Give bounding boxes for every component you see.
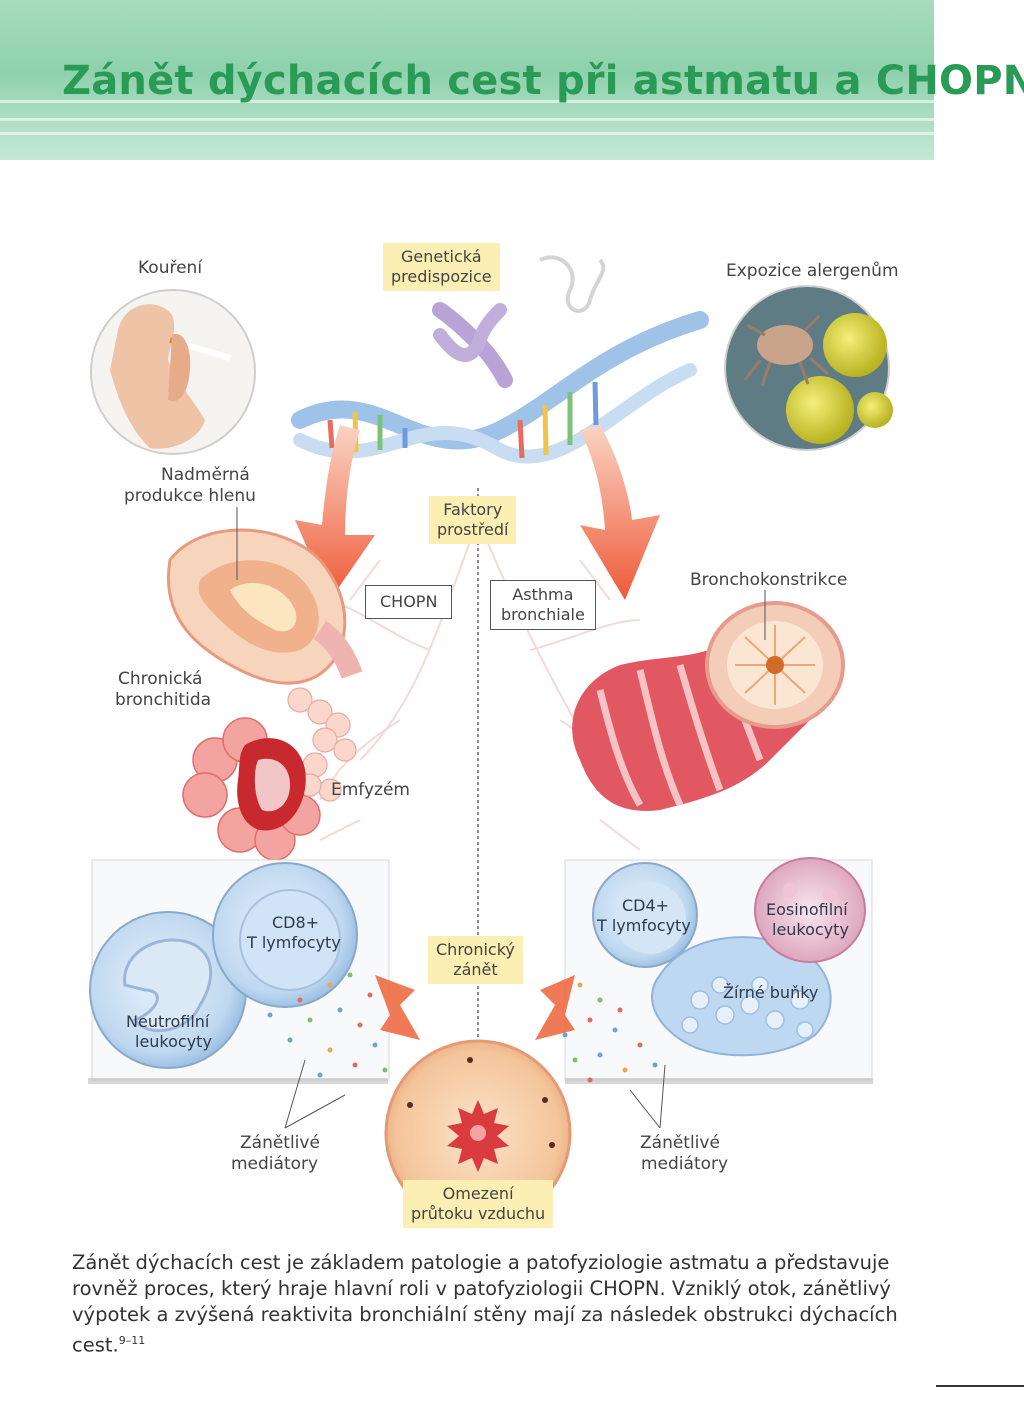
- bronchitis-illustration: [167, 528, 363, 685]
- allergen-illustration: [724, 285, 893, 451]
- header-banner: [0, 0, 934, 160]
- bronchoconstriction-illustration: [572, 601, 845, 811]
- box-chronic-inflammation: Chronický zánět: [428, 936, 523, 984]
- paragraph-reference: 9–11: [118, 1334, 146, 1347]
- chromosome-illustration: [432, 255, 606, 388]
- right-arrow: [580, 425, 660, 600]
- box-chopn: CHOPN: [365, 585, 453, 619]
- airway-cross-section: [384, 1039, 572, 1227]
- label-cd4-line1: CD4+: [622, 896, 670, 915]
- label-mediators-right-line2: mediátory: [641, 1154, 729, 1174]
- dna-helix: [291, 311, 709, 464]
- box-airflow-limitation: Omezení průtoku vzduchu: [403, 1180, 554, 1228]
- box-genetic-predisposition: Genetická predispozice: [383, 243, 500, 291]
- small-arrow-right: [535, 975, 575, 1040]
- banner-stripe: [0, 100, 934, 103]
- mediator-dots-left: [267, 972, 388, 1078]
- label-mediators-left-line2: mediátory: [231, 1154, 319, 1174]
- label-hlen-line2: produkce hlenu: [124, 486, 256, 506]
- banner-stripe: [0, 118, 934, 121]
- right-cell-panel: [564, 857, 873, 1084]
- mediator-dots-right: [562, 982, 658, 1083]
- emphysema-illustration: [182, 687, 357, 861]
- label-cd8-line1: CD8+: [272, 913, 320, 932]
- label-allergen-exposure: Expozice alergenům: [726, 261, 899, 281]
- label-bronchitida-line2: bronchitida: [115, 690, 212, 710]
- small-arrow-left: [375, 975, 420, 1040]
- label-bronchitida-line1: Chronická: [118, 669, 203, 689]
- label-koureni: Kouření: [138, 258, 203, 278]
- banner-stripe: [0, 132, 934, 135]
- label-emfyzem: Emfyzém: [331, 780, 410, 800]
- footer-rule: [936, 1385, 1024, 1387]
- page-title: Zánět dýchacích cest při astmatu a CHOPN: [62, 58, 1024, 104]
- label-mast-cells: Žírné buňky: [723, 983, 819, 1002]
- label-eos-line1: Eosinofilní: [766, 900, 848, 919]
- label-hlen-line1: Nadměrná: [161, 465, 250, 485]
- label-cd4-line2: T lymfocyty: [597, 916, 691, 935]
- label-mediators-left-line1: Zánětlivé: [240, 1133, 320, 1153]
- label-neutro-line1: Neutrofilní: [126, 1012, 210, 1031]
- label-neutro-line2: leukocyty: [135, 1032, 212, 1051]
- paragraph-text: Zánět dýchacích cest je základem patolog…: [72, 1251, 898, 1357]
- box-asthma: Asthma bronchiale: [490, 580, 596, 630]
- label-eos-line2: leukocyty: [772, 920, 849, 939]
- left-cell-panel: [88, 859, 390, 1084]
- label-cd8-line2: T lymfocyty: [247, 933, 341, 952]
- body-paragraph: Zánět dýchacích cest je základem patolog…: [72, 1250, 902, 1359]
- smoking-illustration: [90, 289, 256, 455]
- pointer-mediators: [284, 1059, 666, 1129]
- box-environment-factors: Faktory prostředí: [429, 496, 517, 544]
- label-bronchokonstrikce: Bronchokonstrikce: [690, 570, 848, 590]
- label-mediators-right-line1: Zánětlivé: [640, 1133, 720, 1153]
